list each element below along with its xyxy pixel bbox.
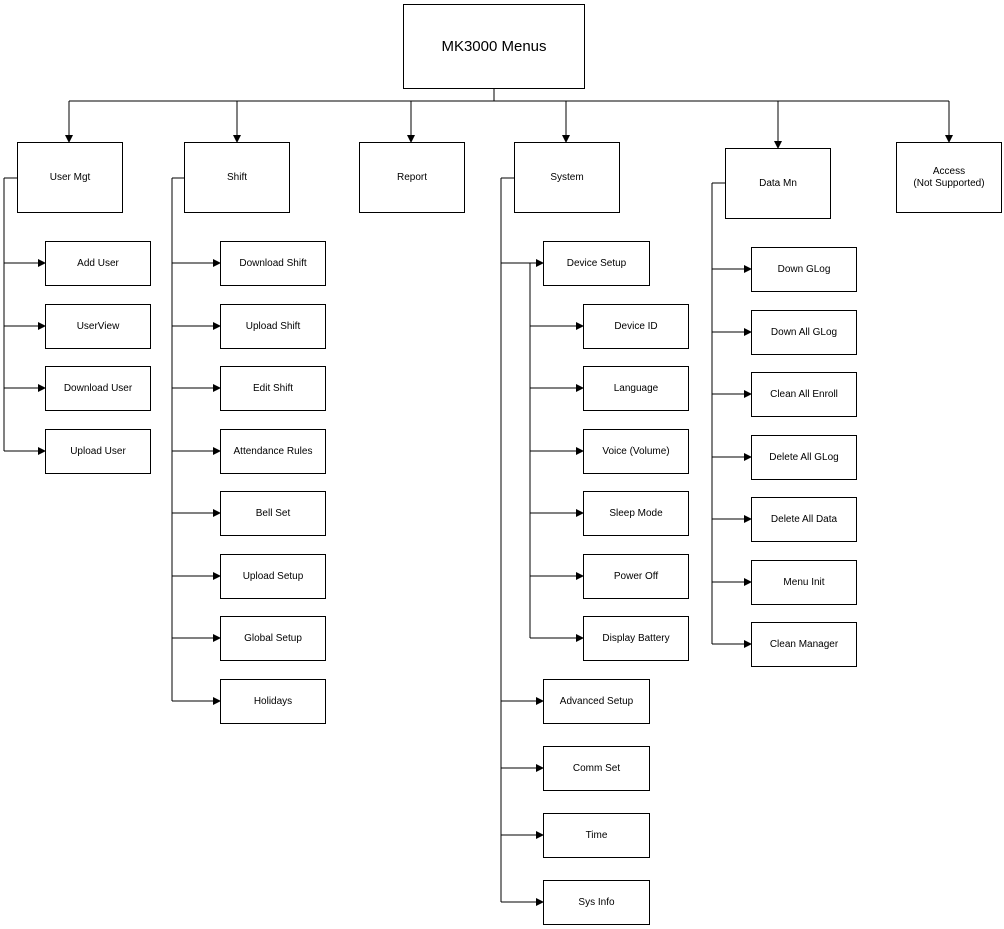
item-label: Clean Manager — [769, 638, 839, 650]
menu-access: Access (Not Supported) — [896, 142, 1002, 213]
item-label: Comm Set — [572, 762, 621, 774]
item-label: Add User — [77, 257, 119, 269]
device-setup-item: Power Off — [583, 554, 689, 599]
menu-user-mgt: User Mgt — [17, 142, 123, 213]
item-label: Download Shift — [239, 257, 307, 269]
item-label: Voice (Volume) — [602, 445, 670, 457]
data-mn-item: Clean Manager — [751, 622, 857, 667]
shift-item: Global Setup — [220, 616, 326, 661]
item-label: Attendance Rules — [233, 445, 313, 457]
root-label: MK3000 Menus — [441, 37, 547, 55]
item-label: Language — [613, 382, 659, 394]
item-label: Device Setup — [566, 257, 627, 269]
data-mn-item: Down All GLog — [751, 310, 857, 355]
user-mgt-item: Download User — [45, 366, 151, 411]
shift-item: Attendance Rules — [220, 429, 326, 474]
shift-item: Upload Shift — [220, 304, 326, 349]
item-label: Upload Shift — [245, 320, 301, 332]
item-label: Power Off — [613, 570, 659, 582]
menu-shift: Shift — [184, 142, 290, 213]
item-label: Upload Setup — [242, 570, 304, 582]
menu-access-label: Access (Not Supported) — [913, 165, 985, 189]
item-label: UserView — [76, 320, 120, 332]
item-label: Upload User — [70, 445, 126, 457]
item-label: Time — [585, 829, 608, 841]
device-setup-item: Display Battery — [583, 616, 689, 661]
item-label: Device ID — [614, 320, 658, 332]
data-mn-item: Down GLog — [751, 247, 857, 292]
system-item: Sys Info — [543, 880, 650, 925]
shift-item: Download Shift — [220, 241, 326, 286]
item-label: Down GLog — [777, 263, 831, 275]
shift-item: Bell Set — [220, 491, 326, 536]
system-item: Advanced Setup — [543, 679, 650, 724]
root-node: MK3000 Menus — [403, 4, 585, 89]
user-mgt-item: Upload User — [45, 429, 151, 474]
item-label: Holidays — [253, 695, 293, 707]
user-mgt-item: UserView — [45, 304, 151, 349]
item-label: Sleep Mode — [609, 507, 663, 519]
item-label: Sys Info — [578, 896, 615, 908]
menu-report: Report — [359, 142, 465, 213]
system-item: Comm Set — [543, 746, 650, 791]
item-label: Clean All Enroll — [770, 388, 838, 400]
device-setup-item: Sleep Mode — [583, 491, 689, 536]
menu-system: System — [514, 142, 620, 213]
item-label: Bell Set — [255, 507, 291, 519]
system-item: Time — [543, 813, 650, 858]
menu-user-mgt-label: User Mgt — [49, 171, 91, 183]
item-label: Global Setup — [244, 632, 302, 644]
menu-data-mn: Data Mn — [725, 148, 831, 219]
item-label: Delete All GLog — [769, 451, 839, 463]
item-label: Display Battery — [602, 632, 670, 644]
shift-item: Edit Shift — [220, 366, 326, 411]
shift-item: Holidays — [220, 679, 326, 724]
item-label: Menu Init — [783, 576, 825, 588]
device-setup-item: Device ID — [583, 304, 689, 349]
item-label: Down All GLog — [770, 326, 838, 338]
user-mgt-item: Add User — [45, 241, 151, 286]
data-mn-item: Menu Init — [751, 560, 857, 605]
item-label: Advanced Setup — [559, 695, 634, 707]
shift-item: Upload Setup — [220, 554, 326, 599]
device-setup-item: Language — [583, 366, 689, 411]
menu-data-mn-label: Data Mn — [759, 177, 797, 189]
menu-shift-label: Shift — [226, 171, 247, 183]
device-setup-item: Voice (Volume) — [583, 429, 689, 474]
system-device-setup: Device Setup — [543, 241, 650, 286]
menu-report-label: Report — [396, 171, 427, 183]
item-label: Delete All Data — [770, 513, 838, 525]
data-mn-item: Delete All Data — [751, 497, 857, 542]
data-mn-item: Delete All GLog — [751, 435, 857, 480]
item-label: Edit Shift — [252, 382, 294, 394]
menu-system-label: System — [550, 171, 584, 183]
item-label: Download User — [63, 382, 133, 394]
data-mn-item: Clean All Enroll — [751, 372, 857, 417]
